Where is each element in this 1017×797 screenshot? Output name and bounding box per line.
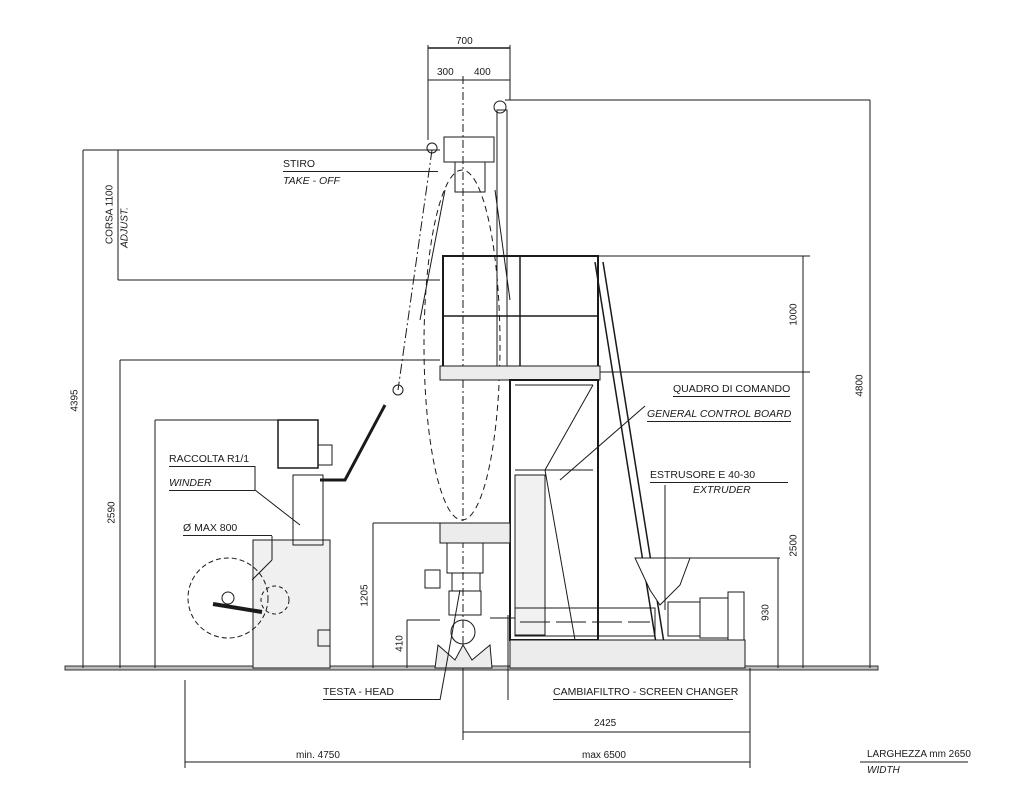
platform	[439, 255, 601, 641]
dim-700: 700	[456, 36, 473, 47]
die-head	[424, 522, 511, 669]
dimension-lines	[82, 45, 968, 768]
label-width: WIDTH	[867, 765, 900, 776]
dim-2500: 2500	[788, 534, 800, 557]
leader-lines	[251, 405, 666, 701]
winder	[187, 404, 387, 669]
label-winder: WINDER	[169, 477, 255, 491]
dim-1000: 1000	[788, 303, 800, 326]
extruder	[490, 557, 746, 669]
dim-4800: 4800	[854, 374, 866, 397]
label-extruder: EXTRUDER	[693, 484, 751, 496]
dim-corsa: CORSA 1100	[104, 184, 116, 245]
label-stiro: STIRO	[283, 158, 438, 172]
label-larghezza: LARGHEZZA mm 2650	[867, 749, 971, 760]
dim-300: 300	[437, 67, 454, 78]
dim-2425: 2425	[594, 718, 617, 729]
label-raccolta: RACCOLTA R1/1	[169, 453, 255, 467]
dim-min-4750: min. 4750	[296, 750, 340, 761]
label-max-diameter: Ø MAX 800	[183, 522, 272, 536]
label-take-off: TAKE - OFF	[283, 175, 340, 187]
dim-2590: 2590	[106, 501, 118, 524]
label-screen-changer: CAMBIAFILTRO - SCREEN CHANGER	[553, 686, 739, 700]
label-head: TESTA - HEAD	[323, 686, 440, 700]
dim-1205: 1205	[359, 584, 371, 607]
label-quadro: QUADRO DI COMANDO	[673, 383, 791, 397]
dim-4395: 4395	[69, 389, 81, 412]
dim-410: 410	[394, 635, 406, 652]
dim-adjust: ADJUST.	[119, 207, 131, 248]
dim-400: 400	[474, 67, 491, 78]
label-control-board: GENERAL CONTROL BOARD	[647, 408, 792, 422]
ladder	[594, 261, 669, 669]
label-estrusore: ESTRUSORE E 40-30	[650, 469, 788, 483]
dim-930: 930	[760, 604, 772, 621]
dim-max-6500: max 6500	[582, 750, 626, 761]
